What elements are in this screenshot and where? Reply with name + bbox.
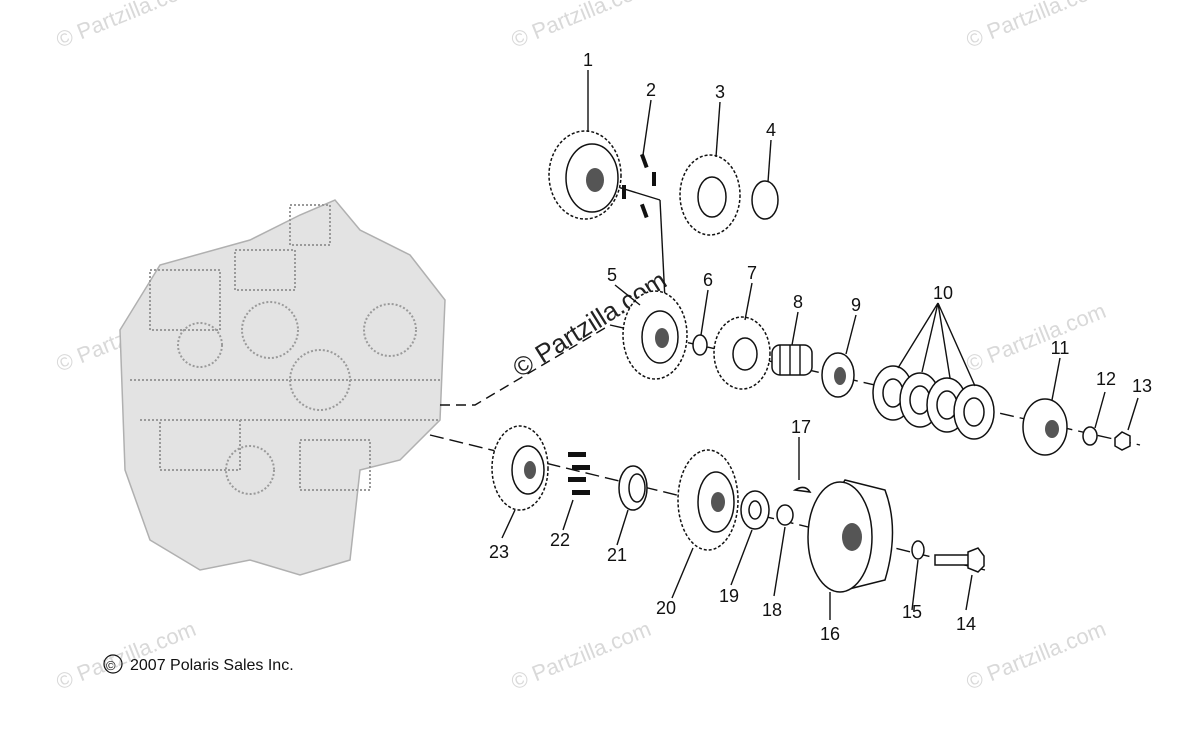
copyright-text: 2007 Polaris Sales Inc. [130,657,294,674]
callout-6: 6 [703,270,713,290]
watermark-top-right: © Partzilla.com [963,0,1110,53]
part-5-gear [622,290,688,380]
callout-15: 15 [902,602,922,622]
callout-20: 20 [656,598,676,618]
copyright-circle-icon [103,654,123,674]
watermark-top-left: © Partzilla.com [53,0,200,53]
copyright-line: © 2007 Polaris Sales Inc. [103,654,294,674]
callout-3: 3 [715,82,725,102]
part-9-bearing [821,352,855,398]
callout-17: 17 [791,417,811,437]
watermark-bottom-center: © Partzilla.com [508,616,655,695]
watermark-top-center: © Partzilla.com [508,0,655,53]
callout-7: 7 [747,263,757,283]
callout-labels: 1 2 3 4 5 6 7 8 9 10 11 12 13 14 15 16 1… [489,50,1152,644]
part-14-bolt [934,547,985,573]
part-22-bolts [568,452,590,495]
callout-23: 23 [489,542,509,562]
part-18-washer [776,504,794,526]
part-3-gear-plate [679,154,741,236]
watermark-mid-right: © Partzilla.com [963,298,1110,377]
part-21-bearing [618,465,648,511]
callout-9: 9 [851,295,861,315]
copyright-symbol: © [106,658,116,673]
part-13-nut [1114,431,1131,451]
callout-22: 22 [550,530,570,550]
part-1-gear [548,130,622,220]
callout-1: 1 [583,50,593,70]
callout-8: 8 [793,292,803,312]
watermark-bottom-left: © Partzilla.com [53,616,200,695]
part-15-washer [911,540,925,560]
leader-lines [501,70,1139,620]
part-4-snap-ring [751,180,779,220]
part-20-gear [677,449,739,551]
part-16-flywheel [807,479,894,593]
callout-5: 5 [607,265,617,285]
callout-4: 4 [766,120,776,140]
part-6-washer [692,334,708,356]
part-12-washer [1082,426,1098,446]
callout-2: 2 [646,80,656,100]
callout-10: 10 [933,283,953,303]
part-10-shims [872,365,995,440]
part-2-pins [622,153,656,219]
callout-12: 12 [1096,369,1116,389]
callout-16: 16 [820,624,840,644]
part-17-key [792,486,812,493]
callout-19: 19 [719,586,739,606]
part-11-bearing [1022,398,1068,456]
callout-21: 21 [607,545,627,565]
part-19-washer [740,490,770,530]
callout-14: 14 [956,614,976,634]
callout-13: 13 [1132,376,1152,396]
part-7-gear [713,316,771,390]
part-23-gear [491,425,549,511]
part-8-needle-bearing [771,344,813,376]
callout-18: 18 [762,600,782,620]
callout-11: 11 [1051,338,1070,358]
engine-block-illustration [119,199,446,576]
watermark-bottom-right: © Partzilla.com [963,616,1110,695]
